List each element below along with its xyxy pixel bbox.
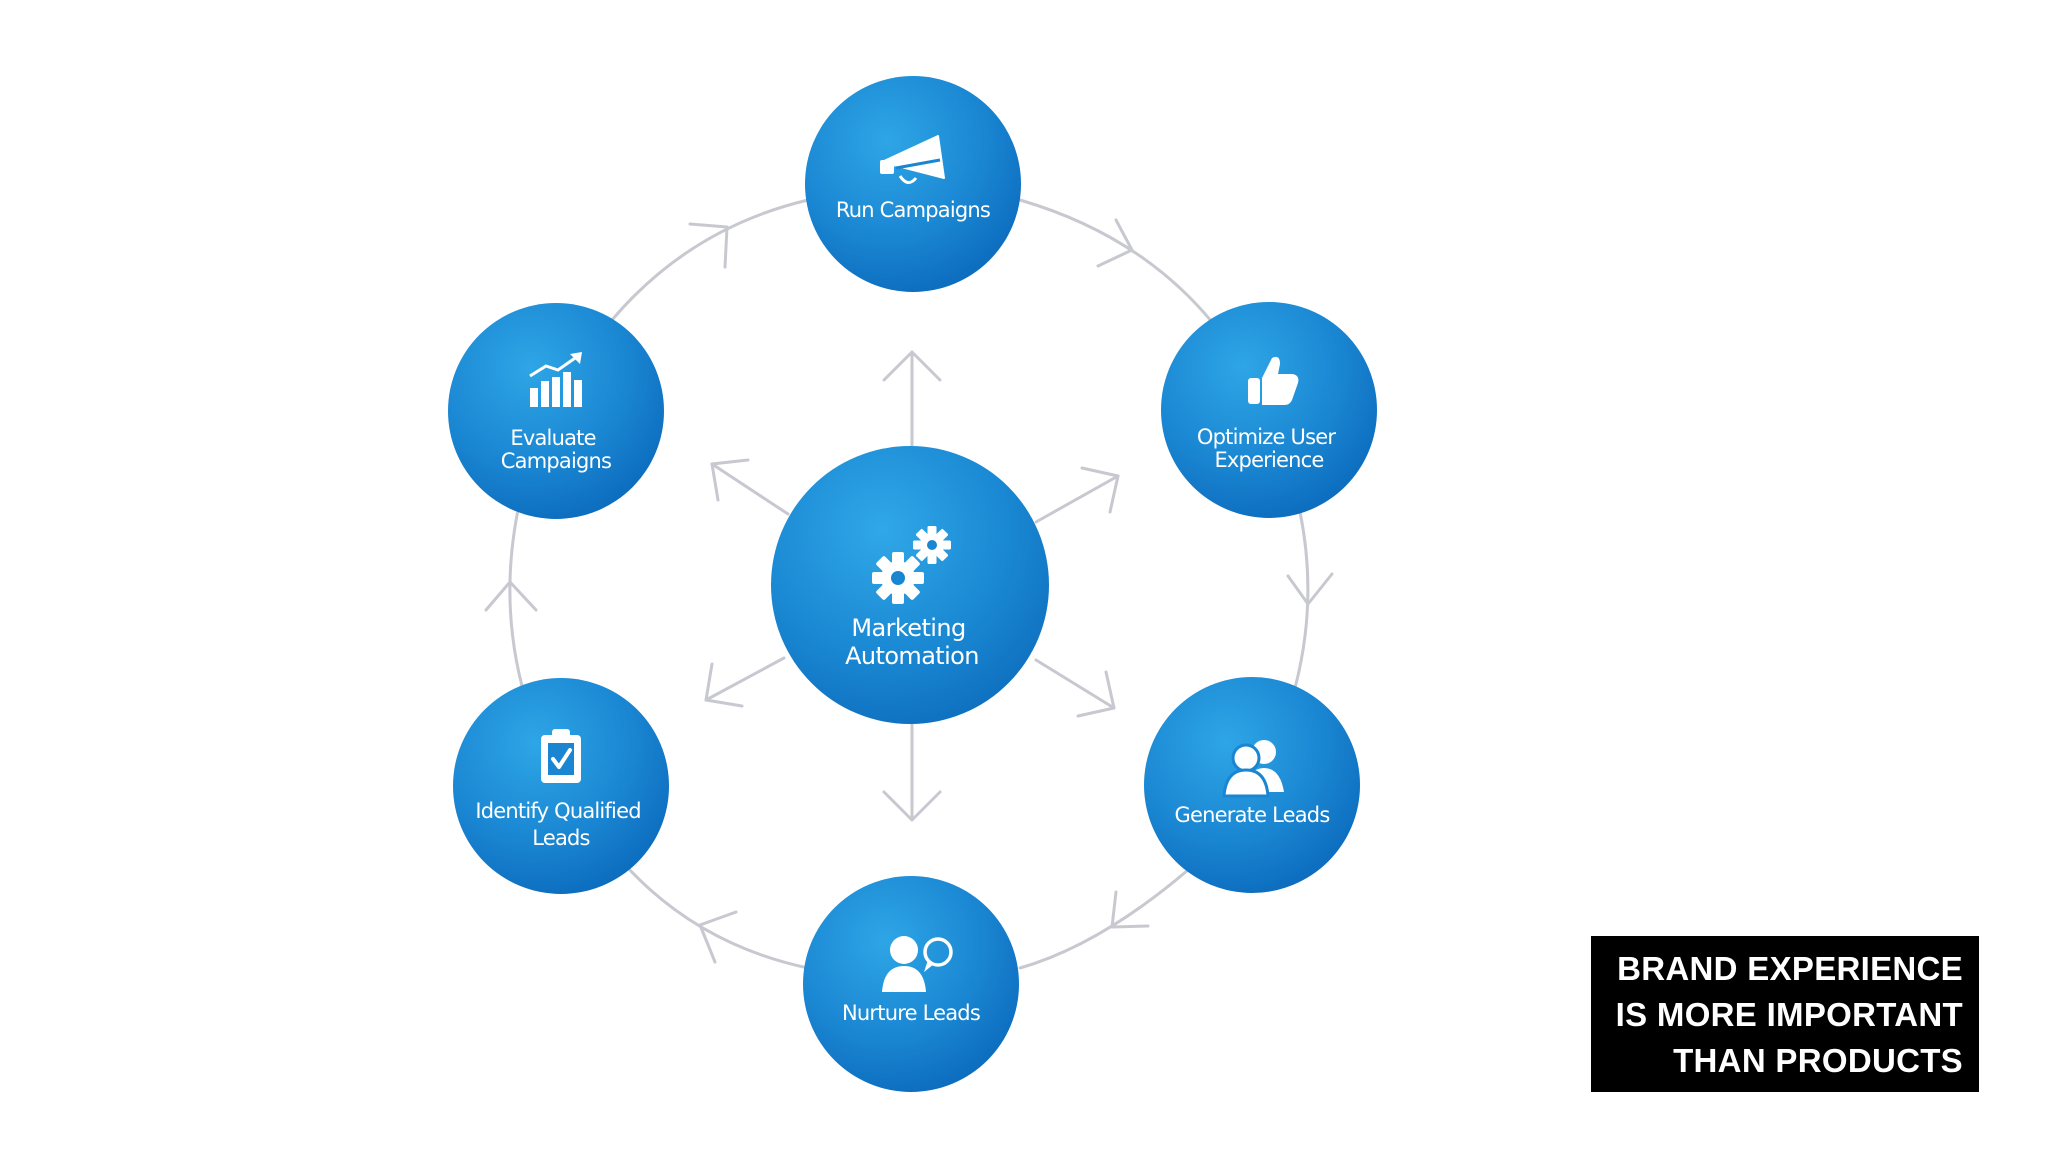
thumbs-up-icon [1248,356,1299,405]
spoke-upper-left [710,462,790,516]
ring-chevron-4 [698,910,738,964]
node-label: Generate Leads [1175,803,1330,827]
connector-generate-to-nurture [1018,868,1190,970]
spoke-upper-right-head [1080,466,1120,514]
spoke-lower-left-head [704,662,744,708]
node-label-line: Optimize User [1197,425,1336,449]
node-nurture-leads: Nurture Leads [803,876,1019,1092]
spoke-up-head [882,350,942,382]
spoke-lower-right [1034,658,1116,710]
center-label-line: Marketing [851,614,965,642]
spoke-lower-right-head [1076,670,1116,718]
ring-chevron-6 [688,222,729,269]
node-identify-qualified-leads: Identify Qualified Leads [453,678,669,894]
node-label-line: Run Campaigns [836,198,990,222]
ring-chevron-5 [484,580,538,612]
bar-chart-icon [529,352,582,407]
node-circle [448,303,664,519]
spoke-down-head [882,790,942,822]
caption-line: THAN PRODUCTS [1673,1042,1963,1079]
node-label-line: Generate Leads [1175,803,1330,827]
node-optimize-user-experience: Optimize User Experience [1161,302,1377,518]
center-label: Marketing Automation [845,614,979,670]
ring-chevron-1 [1096,218,1134,268]
connector-nurture-to-identify [626,866,810,970]
caption-line: IS MORE IMPORTANT [1615,996,1963,1033]
node-circle [453,678,669,894]
users-icon [1222,740,1284,798]
ring-chevron-2 [1286,572,1334,606]
caption-line: BRAND EXPERIENCE [1617,950,1963,987]
spoke-arrows [704,350,1120,822]
user-chat-icon [882,936,953,992]
ring-chevron-3 [1110,890,1150,929]
cycle-connectors [484,198,1334,970]
node-label-line: Evaluate [510,426,595,450]
spoke-upper-right [1034,474,1120,524]
node-label: Optimize User Experience [1197,425,1341,472]
spoke-upper-left-head [710,458,750,502]
spoke-lower-left [704,656,786,702]
connector-optimize-to-generate [1293,510,1310,690]
center-label-line: Automation [845,642,979,670]
node-label-line: Experience [1214,448,1323,472]
node-evaluate-campaigns: Evaluate Campaigns [448,303,664,519]
node-label-line: Leads [532,826,589,850]
node-label-line: Nurture Leads [842,1001,980,1025]
node-label: Run Campaigns [836,198,990,222]
node-circle [1161,302,1377,518]
node-label: Identify Qualified Leads [475,799,646,850]
clipboard-check-icon [541,729,581,783]
node-circle [805,76,1021,292]
node-label-line: Campaigns [501,449,611,473]
connector-evaluate-to-run [610,198,810,322]
node-label-line: Identify Qualified [475,799,640,823]
node-label: Nurture Leads [842,1001,980,1025]
connector-run-to-optimize [1018,198,1214,324]
node-label: Evaluate Campaigns [501,426,611,473]
gears-icon [872,526,951,604]
connector-identify-to-evaluate [508,508,524,688]
node-generate-leads: Generate Leads [1144,677,1360,893]
caption-box: BRAND EXPERIENCE IS MORE IMPORTANT THAN … [1591,936,1979,1092]
megaphone-icon [880,135,945,184]
center-hub: Marketing Automation [771,446,1049,724]
node-run-campaigns: Run Campaigns [805,76,1021,292]
